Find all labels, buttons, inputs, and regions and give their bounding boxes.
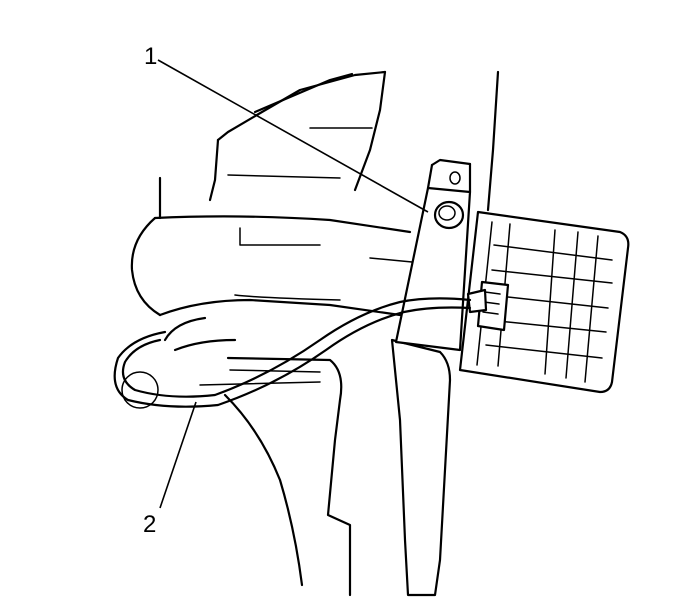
callout-2: 2	[143, 401, 197, 538]
callout-2-label: 2	[143, 511, 156, 538]
cylindrical-body	[130, 215, 413, 317]
lower-housing	[163, 316, 352, 597]
callout-1: 1	[144, 43, 429, 213]
upper-housing	[158, 70, 500, 220]
callout-1-leader	[157, 59, 429, 213]
callout-1-label: 1	[144, 43, 157, 70]
callout-2-leader	[159, 401, 197, 509]
wiring-harness	[113, 297, 472, 409]
mounting-post	[390, 338, 452, 597]
mounting-bracket	[394, 158, 472, 352]
electrical-connector	[466, 280, 510, 332]
